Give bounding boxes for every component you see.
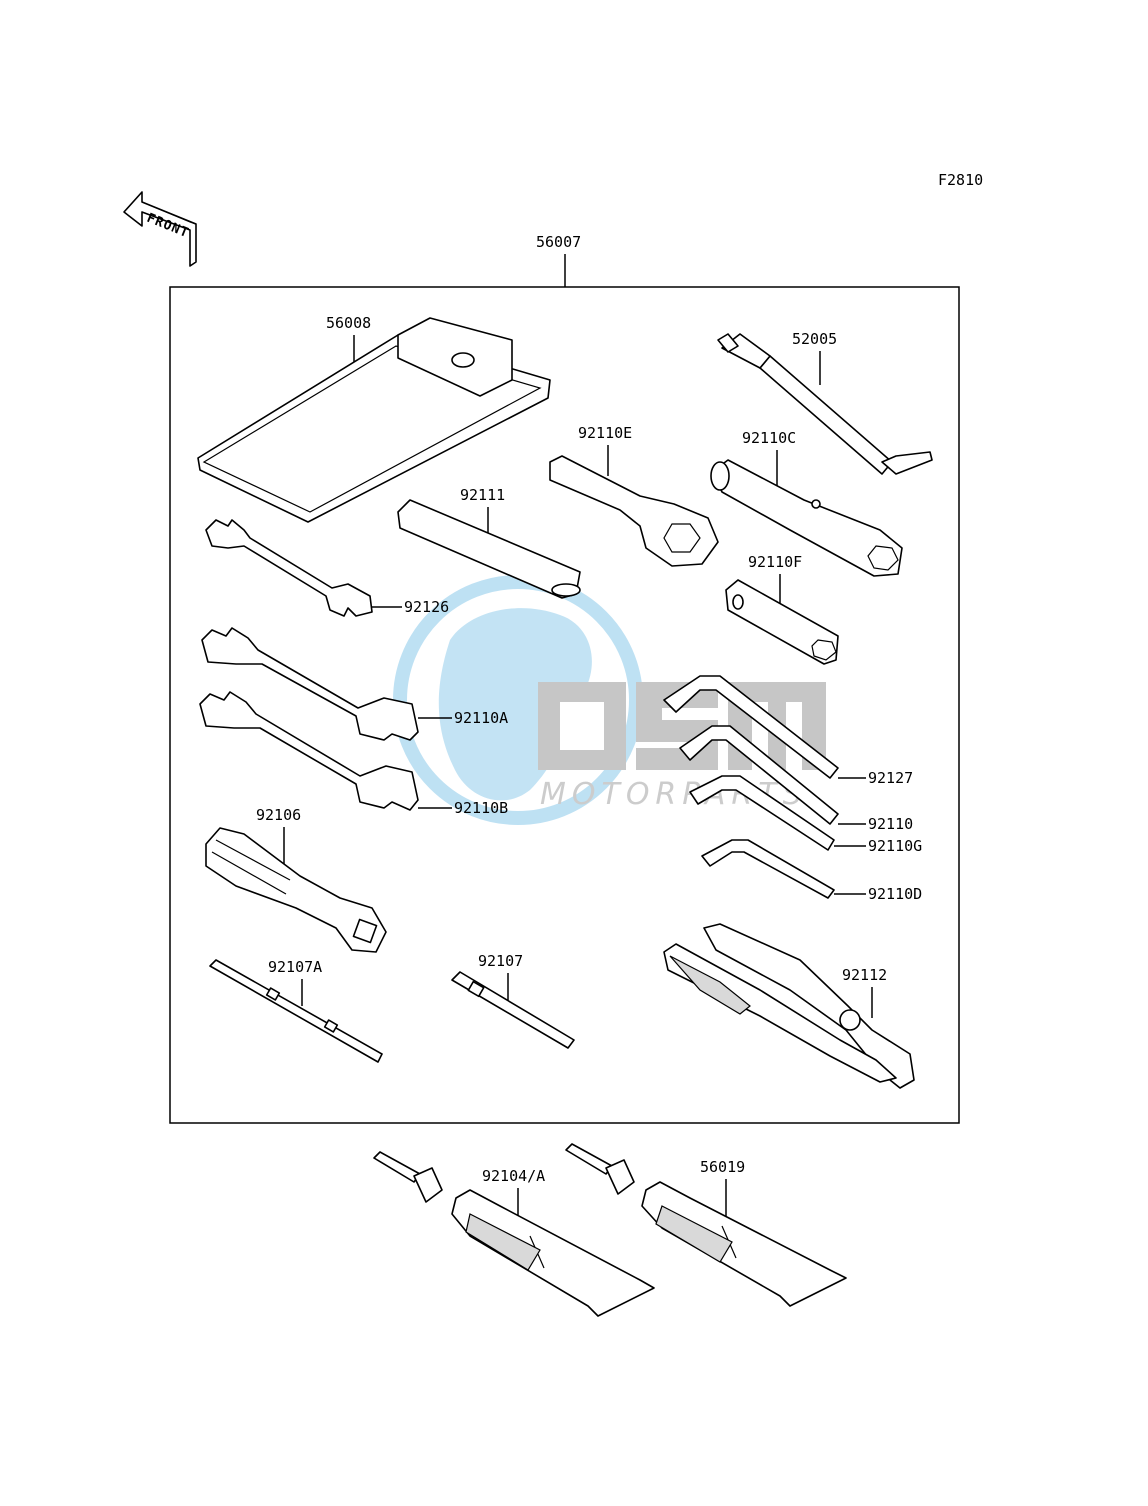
part-label-92112: 92112	[842, 966, 887, 984]
part-label-92110F: 92110F	[748, 553, 802, 571]
tool-kit-frame	[169, 286, 960, 1124]
double-screwdriver-bit	[209, 959, 383, 1063]
part-label-92107A: 92107A	[268, 958, 322, 976]
hex-key-92110	[679, 725, 839, 825]
part-label-92111: 92111	[460, 486, 505, 504]
tool-bag	[197, 317, 551, 523]
part-label-92107: 92107	[478, 952, 523, 970]
hex-key-92110G	[689, 775, 835, 851]
figure-code: F2810	[938, 171, 983, 189]
grease-tube-56019	[565, 1143, 847, 1307]
part-label-92110A: 92110A	[454, 709, 508, 727]
screwdriver-bit	[451, 971, 575, 1049]
open-wrench-large	[199, 691, 419, 811]
plug-spanner	[725, 579, 839, 665]
part-label-52005: 52005	[792, 330, 837, 348]
part-label-92110E: 92110E	[578, 424, 632, 442]
part-label-92106: 92106	[256, 806, 301, 824]
screwdriver-handle	[205, 827, 387, 953]
part-label-92110G: 92110G	[868, 837, 922, 855]
front-arrow-icon: FRONT	[123, 191, 197, 267]
box-wrench	[549, 455, 719, 567]
open-wrench-small	[205, 519, 373, 617]
hex-key-92110D	[701, 839, 835, 899]
part-label-92127: 92127	[868, 769, 913, 787]
extension-bar	[717, 333, 933, 475]
part-label-56007: 56007	[536, 233, 581, 251]
pliers	[663, 923, 915, 1089]
part-label-92126: 92126	[404, 598, 449, 616]
open-wrench-medium	[201, 627, 419, 741]
part-label-92110D: 92110D	[868, 885, 922, 903]
part-label-92110C: 92110C	[742, 429, 796, 447]
handle-bar	[397, 499, 581, 599]
grease-tube-92104A	[373, 1151, 655, 1317]
part-label-56008: 56008	[326, 314, 371, 332]
part-label-92104A: 92104/A	[482, 1167, 545, 1185]
hex-key-92127	[663, 675, 839, 779]
box-spanner	[710, 459, 903, 577]
part-label-56019: 56019	[700, 1158, 745, 1176]
part-label-92110B: 92110B	[454, 799, 508, 817]
part-label-92110: 92110	[868, 815, 913, 833]
